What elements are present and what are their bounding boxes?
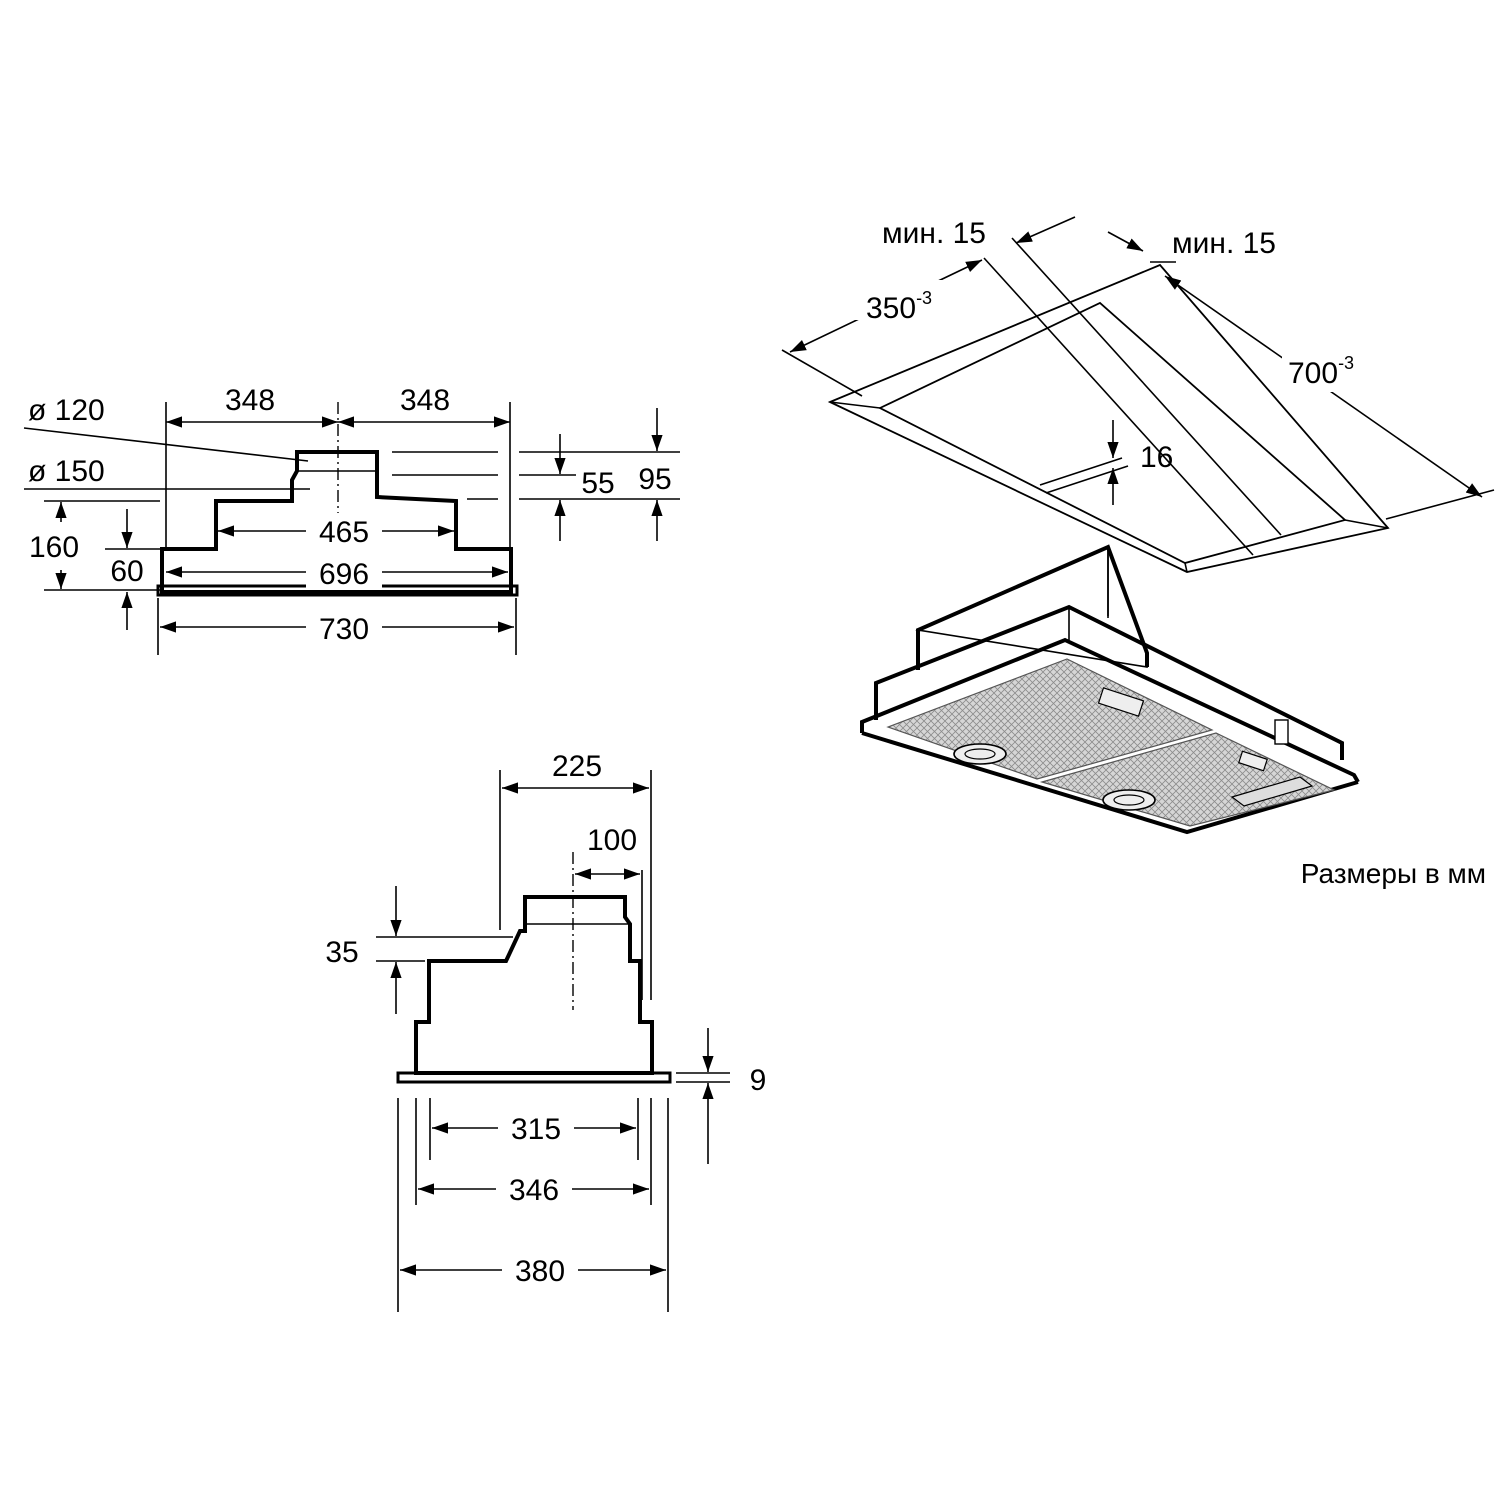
dim-346: 346 [509, 1174, 559, 1207]
isometric-view: 350-3 мин. 15 мин. 15 700-3 16 [781, 216, 1495, 889]
dim-696: 696 [319, 558, 369, 591]
control-panel [1230, 776, 1314, 807]
dim-min-15-right: мин. 15 [1172, 227, 1276, 260]
leader-dia-120 [23, 427, 309, 462]
dim-95: 95 [638, 463, 671, 496]
hood-isometric [860, 544, 1360, 835]
front-view: 348 348 ø 120 ø 150 465 696 730 160 60 [23, 384, 680, 655]
lamp-right [1102, 789, 1156, 811]
dim-348-left: 348 [225, 384, 275, 417]
dim-60: 60 [110, 555, 143, 588]
dim-225: 225 [552, 750, 602, 783]
side-view: 225 100 35 9 315 346 380 [325, 750, 766, 1312]
dim-380: 380 [515, 1255, 565, 1288]
dim-465: 465 [319, 516, 369, 549]
side-view-outline [414, 895, 654, 1075]
units-caption: Размеры в мм [1301, 858, 1486, 889]
dim-min-15-left: мин. 15 [882, 217, 986, 250]
dim-700: 700-3 [1288, 353, 1354, 390]
dim-730: 730 [319, 613, 369, 646]
dim-dia-120: ø 120 [28, 394, 105, 427]
dim-55: 55 [581, 467, 614, 500]
dim-348-right: 348 [400, 384, 450, 417]
dim-dia-150: ø 150 [28, 455, 105, 488]
lamp-left [953, 743, 1007, 765]
side-view-frame [396, 1071, 672, 1084]
dim-160: 160 [29, 531, 79, 564]
dim-315: 315 [511, 1113, 561, 1146]
dim-350: 350-3 [866, 288, 932, 325]
dim-100: 100 [587, 824, 637, 857]
dim-35: 35 [325, 936, 358, 969]
dim-16: 16 [1140, 441, 1173, 474]
dim-9: 9 [750, 1064, 767, 1097]
front-view-outline [160, 450, 513, 594]
